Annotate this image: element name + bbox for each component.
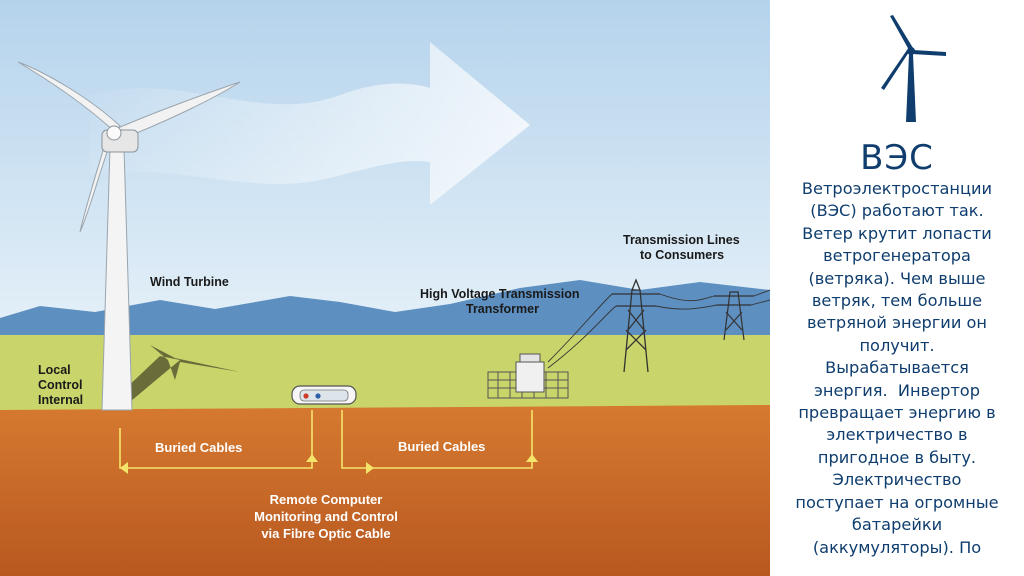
transmission-wires	[547, 289, 770, 369]
cable-arrows	[120, 454, 538, 474]
transformer-substation	[487, 353, 569, 399]
description-line: (аккумуляторы). По	[812, 537, 982, 557]
page-title: ВЭС	[860, 138, 934, 178]
buried-cables	[119, 410, 533, 469]
label-local-control-2: Control	[38, 378, 82, 392]
wind-arrow	[90, 42, 530, 205]
description-line: получит.	[859, 335, 935, 355]
label-wind-turbine: Wind Turbine	[150, 275, 229, 289]
wind-turbine-icon	[881, 15, 946, 122]
description-line: ветрогенератора	[823, 246, 971, 266]
description-line: Ветроэлектростанции	[801, 179, 993, 198]
remote-monitoring-unit	[291, 385, 357, 405]
label-local-control-3: Internal	[38, 393, 83, 407]
description-line: Ветер крутит лопасти	[802, 223, 992, 243]
pylon-far	[714, 291, 754, 341]
description-line: Электричество	[832, 470, 962, 490]
label-remote-1: Remote Computer	[270, 492, 383, 507]
description-line: (ВЭС) работают так.	[810, 201, 984, 221]
label-remote-3: via Fibre Optic Cable	[261, 526, 390, 541]
turbine-shadow	[105, 345, 240, 408]
description-line: Вырабатывается	[825, 358, 969, 378]
description-line: пригодное в быту.	[817, 447, 977, 467]
label-buried-cables-left: Buried Cables	[155, 440, 242, 455]
soil	[0, 405, 770, 576]
description-line: батарейки	[851, 515, 943, 535]
description-line: ветряк, тем больше	[811, 291, 983, 311]
description-line: (ветряка). Чем выше	[808, 268, 986, 288]
description-line: поступает на огромные	[795, 492, 999, 512]
description-line: электричество в	[826, 425, 968, 445]
mountains	[0, 280, 770, 345]
side-panel	[770, 0, 1024, 576]
turbine-hub	[106, 125, 122, 141]
label-local-control-1: Local	[38, 363, 71, 377]
label-transmission-1: Transmission Lines	[623, 233, 740, 247]
label-transformer-1: High Voltage Transmission	[420, 287, 580, 301]
pylon-near	[612, 278, 660, 373]
label-remote-2: Monitoring and Control	[254, 509, 398, 524]
label-transmission-2: to Consumers	[640, 248, 724, 262]
description-line: ветряной энергии он	[807, 313, 987, 333]
description-line: энергия. Инвертор	[814, 380, 980, 400]
turbine-blades	[17, 61, 241, 233]
label-buried-cables-right: Buried Cables	[398, 439, 485, 454]
description-text: Ветроэлектростанции (ВЭС) работают так. …	[772, 178, 1022, 559]
description-line: превращает энергию в	[798, 403, 996, 423]
label-transformer-2: Transformer	[466, 302, 539, 316]
wind-farm-diagram: Wind Turbine Local Control Internal High…	[0, 0, 770, 576]
